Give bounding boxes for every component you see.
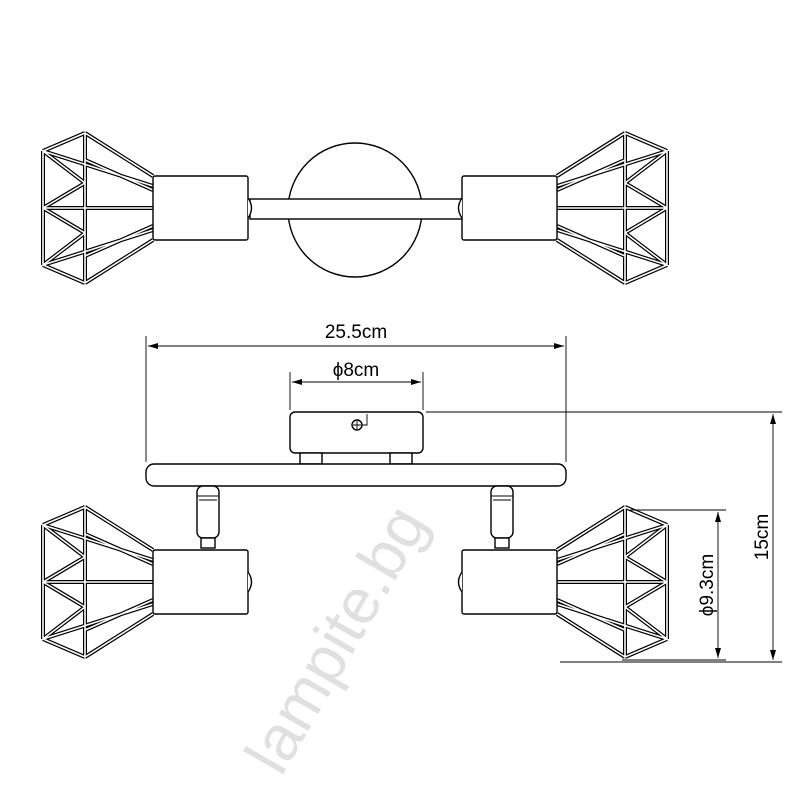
canopy-diameter-label: ϕ8cm	[333, 360, 380, 381]
right-stem	[490, 485, 514, 539]
front-view	[41, 411, 669, 659]
top-arm	[249, 198, 463, 220]
dimension-lines	[145, 336, 782, 663]
left-spot-top	[41, 131, 254, 285]
shade-diameter-label: ϕ9.3cm	[697, 554, 718, 616]
left-stem	[196, 485, 220, 539]
right-spot-top	[456, 131, 669, 285]
bar	[145, 463, 567, 487]
height-label: 15cm	[752, 514, 773, 560]
right-spot-front	[456, 505, 669, 659]
width-label: 25.5cm	[325, 322, 387, 343]
top-view	[41, 131, 669, 285]
canopy	[289, 411, 424, 454]
watermark: lampite.bg	[231, 493, 441, 785]
left-spot-front	[41, 505, 254, 659]
